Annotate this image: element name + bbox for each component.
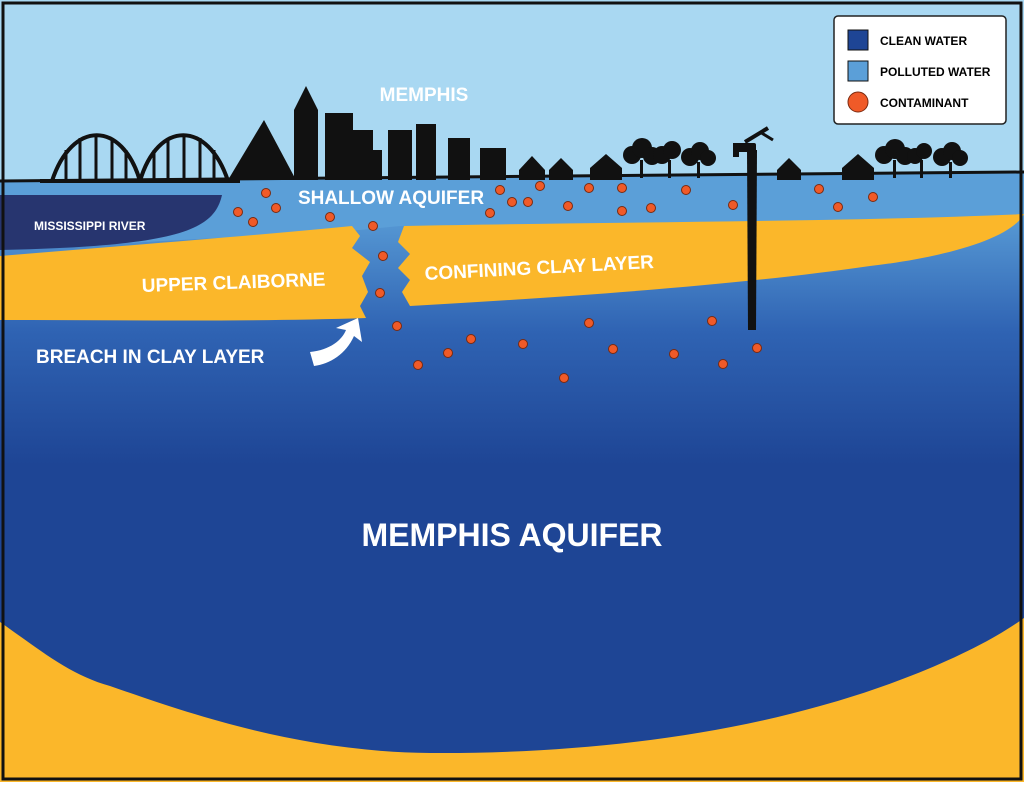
breach-label: BREACH IN CLAY LAYER [36, 347, 265, 368]
bridge-icon [40, 133, 240, 183]
arrow-icon [310, 318, 362, 366]
legend-swatch-1 [847, 60, 869, 82]
memphis-aquifer-water [0, 205, 1024, 782]
skyline-icon [228, 86, 506, 180]
legend-label-2: CONTAMINANT [880, 96, 969, 110]
well-pump-icon [733, 126, 774, 330]
legend-label-1: POLLUTED WATER [880, 65, 991, 79]
bottom-sand-bed [0, 618, 1024, 782]
shallow-aquifer-label: SHALLOW AQUIFER [298, 188, 484, 209]
tree-icon [623, 138, 968, 178]
shallow-aquifer-water [0, 172, 1024, 250]
legend-label-0: CLEAN WATER [880, 34, 967, 48]
contaminant-dots [233, 181, 878, 383]
house-icon [519, 154, 874, 180]
river-label: MISSISSIPPI RIVER [34, 219, 146, 233]
legend-swatch-2 [847, 91, 869, 113]
river-channel [0, 195, 222, 250]
legend: CLEAN WATER POLLUTED WATER CONTAMINANT [833, 15, 1007, 125]
memphis-aquifer-label: MEMPHIS AQUIFER [361, 517, 662, 553]
upper-claiborne-layer [0, 226, 370, 321]
legend-swatch-0 [847, 29, 869, 51]
confining-clay-layer [398, 214, 1024, 306]
city-label: MEMPHIS [380, 85, 469, 106]
legend-box [833, 15, 1007, 125]
